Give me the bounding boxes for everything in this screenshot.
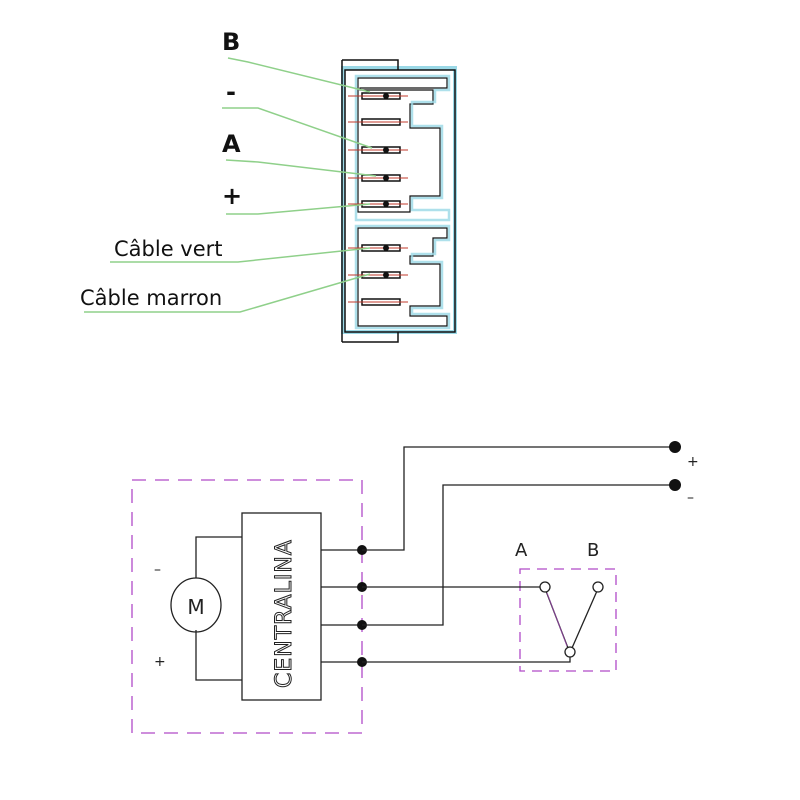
wire-switch-common — [362, 652, 571, 663]
pin-label-a: A — [222, 130, 241, 158]
external-wiring — [362, 446, 675, 663]
leader-line-green-cable — [110, 247, 371, 263]
control-unit-label: CENTRALINA — [272, 539, 297, 688]
motor: M – + — [154, 536, 242, 681]
connector-upper-cavity-shadow — [354, 74, 451, 222]
motor-lead-top — [195, 536, 242, 578]
motor-lead-bottom — [195, 630, 242, 681]
pin-dot-3 — [383, 147, 389, 153]
leader-line-b — [227, 57, 371, 93]
pin-dot-6 — [383, 245, 389, 251]
pin-center-marks — [348, 95, 408, 303]
pin-label-b: B — [222, 28, 240, 56]
supply-minus-label: – — [687, 490, 694, 506]
control-unit: CENTRALINA — [241, 512, 322, 701]
supply-plus-label: + — [687, 454, 699, 470]
cable-label-brown: Câble marron — [80, 286, 222, 310]
cable-label-green: Câble vert — [114, 237, 223, 261]
leader-line-minus — [222, 107, 373, 149]
leader-line-a — [225, 159, 377, 177]
connector-top-tab — [342, 59, 399, 70]
switch-contact-common — [564, 646, 576, 658]
motor-minus-label: – — [154, 562, 161, 578]
pin-label-minus: - — [226, 78, 236, 106]
motor-plus-label: + — [154, 654, 166, 670]
connector-bottom-tab — [342, 332, 399, 343]
wire-supply-minus — [362, 484, 675, 626]
pin-label-plus: + — [222, 182, 242, 210]
switch-contact-b — [592, 581, 604, 593]
leader-line-plus — [226, 203, 371, 215]
motor-unit-dashed-box — [131, 479, 363, 734]
pin-dot-7 — [383, 272, 389, 278]
switch-lever-a-highlight — [546, 592, 568, 647]
switch-dashed-box — [519, 568, 617, 672]
pin-dot-1 — [383, 93, 389, 99]
switch-label-b: B — [587, 540, 599, 561]
connector-housing-outline — [341, 66, 457, 334]
pin-dot-5 — [383, 201, 389, 207]
connector-upper-cavity — [357, 77, 448, 213]
switch-label-a: A — [515, 540, 528, 561]
connector-lower-cavity — [357, 227, 448, 327]
connector-drawing — [341, 59, 457, 343]
pin-dot-4 — [383, 175, 389, 181]
wire-supply-plus — [362, 446, 675, 551]
motor-letter: M — [187, 595, 204, 619]
switch-lever-b — [571, 590, 598, 649]
switch-contact-a — [539, 581, 551, 593]
pin-contact-dots — [383, 93, 389, 278]
motor-symbol — [170, 577, 222, 633]
supply-plus-terminal — [669, 441, 681, 453]
control-unit-box — [241, 512, 322, 701]
connector-pins — [361, 92, 401, 306]
connector-frame — [344, 69, 456, 333]
switch: A B — [515, 540, 604, 658]
terminal-leads — [321, 549, 362, 663]
leader-line-brown-cable — [84, 273, 371, 313]
supply-minus-terminal — [669, 479, 681, 491]
connector-lower-cavity-shadow — [354, 224, 451, 330]
leader-lines — [84, 57, 377, 313]
